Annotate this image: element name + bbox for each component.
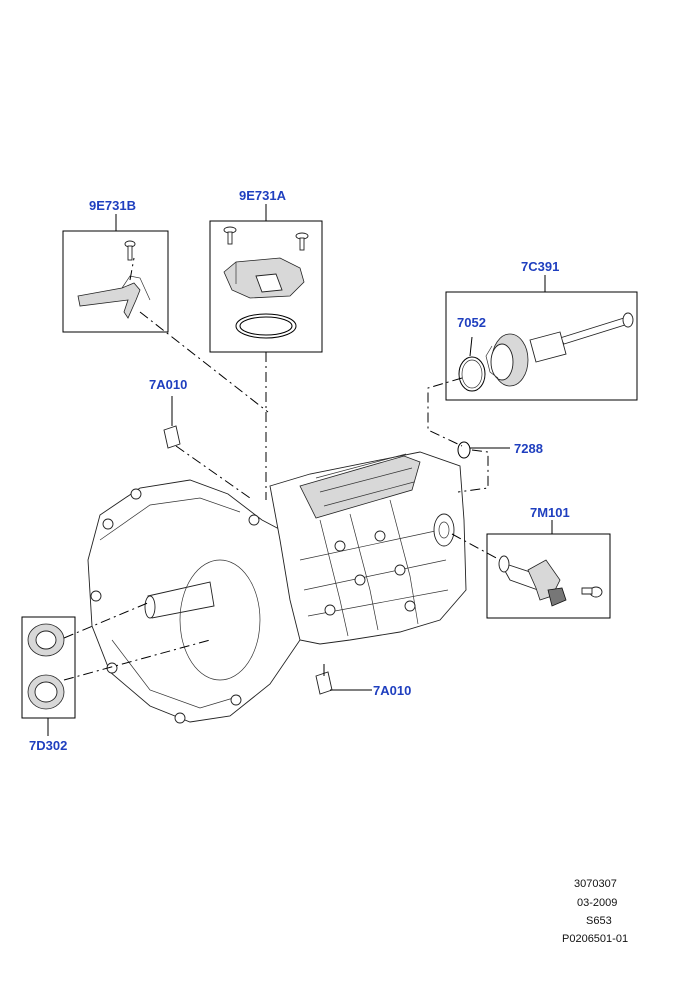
callout-7D302[interactable]: 7D302 — [29, 738, 68, 753]
assembly-lines — [63, 257, 510, 691]
part-box-9E731B — [62, 214, 169, 333]
footer-drawing-number: P0206501-01 — [562, 933, 629, 945]
bolt-icon — [295, 232, 309, 251]
bolt-icon — [581, 586, 603, 598]
transmission-housing — [87, 425, 471, 724]
part-box-7D302 — [21, 616, 76, 736]
part-box-9E731A — [209, 204, 323, 353]
callout-7M101[interactable]: 7M101 — [530, 505, 570, 520]
callout-9E731A[interactable]: 9E731A — [239, 188, 286, 203]
part-box-7M101 — [486, 520, 611, 619]
part-box-7C391 — [445, 275, 638, 401]
callout-7C391[interactable]: 7C391 — [521, 259, 560, 274]
bolt-icon — [124, 240, 136, 261]
callout-7052[interactable]: 7052 — [457, 315, 486, 330]
footer-date: 03-2009 — [577, 897, 618, 909]
bolt-icon — [223, 226, 237, 245]
footer-ref-number: 3070307 — [574, 878, 617, 890]
footer-code: S653 — [586, 915, 612, 927]
callout-7288[interactable]: 7288 — [514, 441, 543, 456]
callout-9E731B[interactable]: 9E731B — [89, 198, 136, 213]
callout-7A010-top[interactable]: 7A010 — [149, 377, 188, 392]
callout-7A010-bottom[interactable]: 7A010 — [373, 683, 412, 698]
